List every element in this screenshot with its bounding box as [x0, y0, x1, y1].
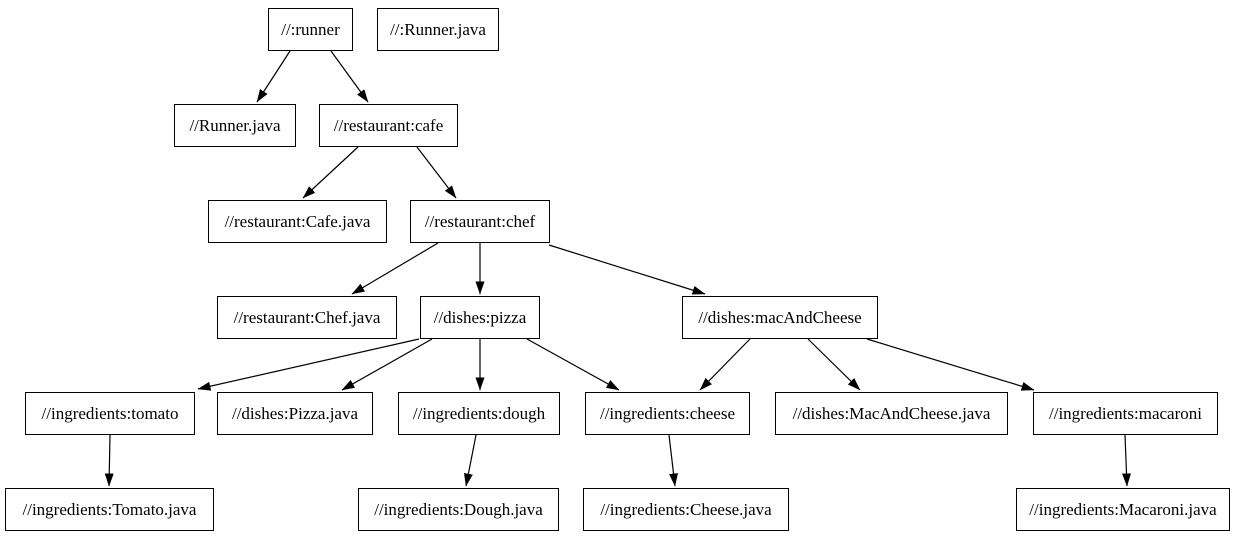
graph-node-cheese: //ingredients:cheese	[585, 392, 750, 435]
graph-node-chef: //restaurant:chef	[410, 200, 550, 243]
graph-edge-pizza-to-cheese	[526, 338, 620, 391]
graph-node-pizza: //dishes:pizza	[420, 296, 540, 339]
graph-node-tomato-java: //ingredients:Tomato.java	[5, 488, 214, 531]
graph-edge-dough-to-dough-java	[463, 434, 477, 487]
graph-node-cafe-java: //restaurant:Cafe.java	[208, 200, 387, 243]
graph-node-mac-and-cheese: //dishes:macAndCheese	[682, 296, 878, 339]
graph-node-pizza-java: //dishes:Pizza.java	[217, 392, 373, 435]
graph-edge-mac-and-cheese-to-macaroni	[866, 338, 1035, 391]
graph-edge-chef-to-mac-and-cheese	[548, 244, 706, 295]
graph-node-runner-java-top: //:Runner.java	[377, 8, 499, 51]
graph-node-chef-java: //restaurant:Chef.java	[217, 296, 397, 339]
graph-edge-mac-and-cheese-to-cheese	[699, 338, 751, 391]
graph-edge-chef-to-chef-java	[351, 242, 439, 295]
graph-edge-tomato-to-tomato-java	[104, 434, 114, 487]
graph-edge-cafe-to-chef	[416, 146, 457, 199]
graph-node-dough-java: //ingredients:Dough.java	[358, 488, 559, 531]
graph-node-dough: //ingredients:dough	[398, 392, 560, 435]
graph-edge-runner-to-cafe	[330, 50, 369, 103]
graph-node-runner: //:runner	[268, 8, 353, 51]
graph-edge-cafe-to-cafe-java	[302, 146, 359, 199]
graph-edge-mac-and-cheese-to-mac-java	[807, 338, 861, 391]
graph-node-macaroni-java: //ingredients:Macaroni.java	[1016, 488, 1230, 531]
graph-node-runner-java: //Runner.java	[174, 104, 296, 147]
graph-edge-runner-to-runner-java	[256, 50, 291, 103]
graph-edge-pizza-to-pizza-java	[341, 338, 433, 391]
graph-node-tomato: //ingredients:tomato	[25, 392, 195, 435]
graph-node-cafe: //restaurant:cafe	[319, 104, 458, 147]
graph-node-cheese-java: //ingredients:Cheese.java	[583, 488, 789, 531]
graph-node-mac-java: //dishes:MacAndCheese.java	[775, 392, 1008, 435]
graph-edge-pizza-to-tomato	[197, 338, 420, 391]
graph-edge-macaroni-to-macaroni-java	[1122, 434, 1132, 487]
graph-edge-cheese-to-cheese-java	[668, 434, 679, 487]
graph-node-macaroni: //ingredients:macaroni	[1033, 392, 1218, 435]
